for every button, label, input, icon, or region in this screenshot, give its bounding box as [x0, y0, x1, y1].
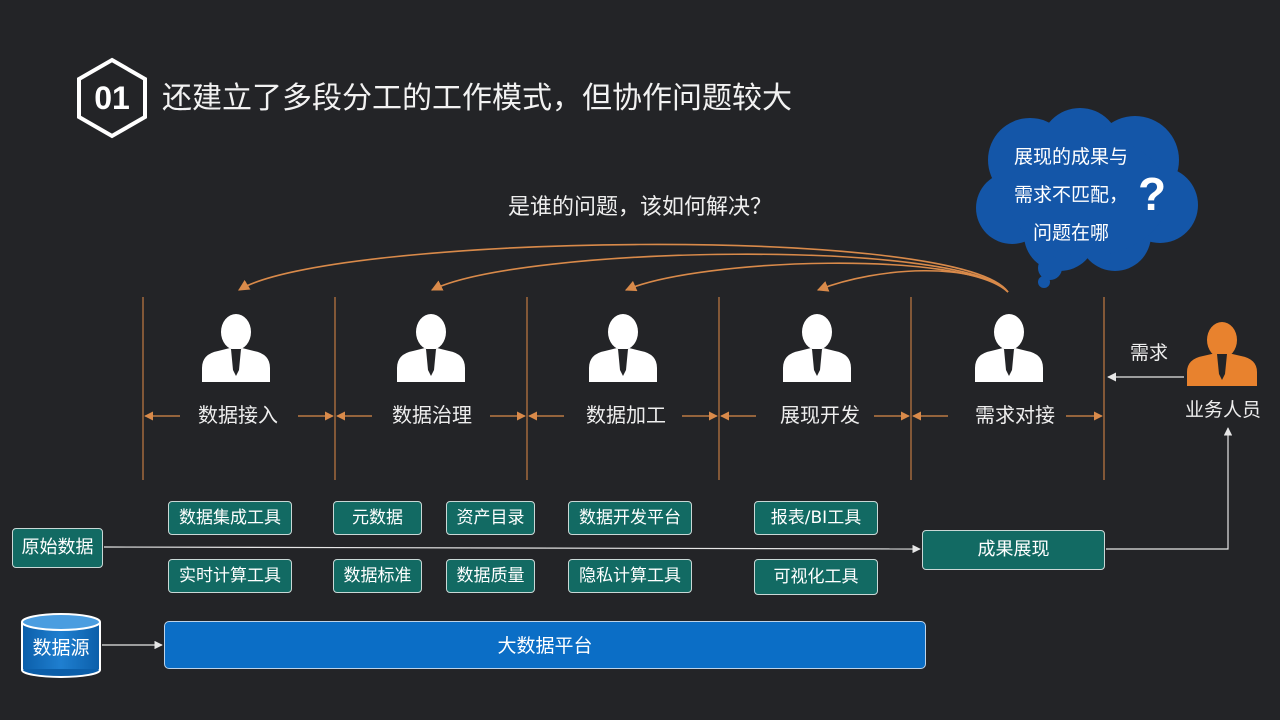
demand-label: 需求 [1130, 342, 1169, 364]
feedback-arrow-to-governance [430, 253, 1009, 293]
tool-privacy-compute: 隐私计算工具 [568, 559, 692, 593]
hexagon-badge [77, 57, 147, 139]
tool-data-standard: 数据标准 [333, 559, 422, 593]
person-icon-data-intake [202, 314, 270, 382]
feedback-arrow-to-processing [624, 262, 1009, 293]
cloud-line: 问题在哪 [1032, 222, 1109, 244]
data-source-label: 数据源 [32, 637, 90, 659]
stage-label-data-governance: 数据治理 [392, 403, 472, 427]
question-text: 是谁的问题，该如何解决？ [507, 195, 772, 220]
tool-visualization: 可视化工具 [754, 559, 878, 595]
page-title: 还建立了多段分工的工作模式，但协作问题较大 [162, 81, 792, 116]
tool-data-integration: 数据集成工具 [168, 501, 292, 535]
business-person-label: 业务人员 [1185, 399, 1262, 421]
person-icon-demand-liaison [975, 314, 1043, 382]
raw-data-box: 原始数据 [12, 528, 103, 568]
feedback-arrow-to-intake [238, 243, 1009, 293]
person-icon-data-processing [589, 314, 657, 382]
person-icon-data-governance [397, 314, 465, 382]
question-mark-icon: ? [1138, 168, 1167, 220]
cloud-text: 展现的成果与 需求不匹配， 问题在哪 [996, 138, 1146, 252]
section-number: 01 [94, 80, 130, 116]
result-to-business-arrow [1106, 427, 1233, 550]
tool-dev-platform: 数据开发平台 [568, 501, 692, 535]
database-icon [21, 613, 101, 678]
tool-metadata: 元数据 [333, 501, 422, 535]
business-person-icon [1187, 322, 1257, 386]
stage-label-demand-liaison: 需求对接 [975, 403, 1055, 427]
big-data-platform-bar: 大数据平台 [164, 621, 926, 669]
raw-to-result-arrow [103, 544, 921, 554]
feedback-arrows [238, 243, 1009, 293]
cloud-line: 需求不匹配， [1013, 184, 1128, 206]
tool-asset-catalog: 资产目录 [446, 501, 535, 535]
thought-cloud [976, 108, 1198, 288]
stage-label-data-processing: 数据加工 [586, 403, 666, 427]
stage-label-display-dev: 展现开发 [780, 403, 860, 427]
stage-label-data-intake: 数据接入 [198, 403, 278, 427]
result-display-box: 成果展现 [922, 530, 1105, 570]
stage-dividers [142, 297, 1105, 480]
tool-realtime-compute: 实时计算工具 [168, 559, 292, 593]
tool-data-quality: 数据质量 [446, 559, 535, 593]
feedback-arrow-to-display [816, 269, 1009, 293]
cloud-line: 展现的成果与 [1013, 146, 1128, 168]
person-icon-display-dev [783, 314, 851, 382]
tool-report-bi: 报表/BI工具 [754, 501, 878, 535]
